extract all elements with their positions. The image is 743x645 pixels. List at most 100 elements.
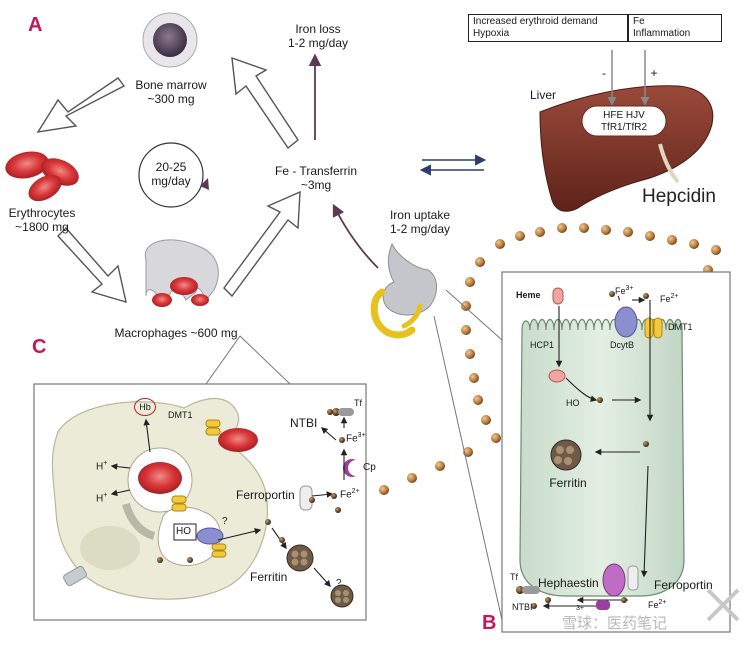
- ho-label-c: HO: [176, 526, 191, 537]
- fe2-c-sup: 2+: [351, 488, 360, 495]
- incoming-rbc: [218, 428, 258, 452]
- inset-c-leader-left: [205, 335, 241, 385]
- ferritin-cluster-c: [286, 544, 314, 572]
- iron-dot: [623, 227, 633, 237]
- question-mark-ferritin: ?: [336, 578, 342, 589]
- sensor-line-2: TfR1/TfR2: [600, 122, 648, 133]
- iron-dot: [535, 227, 545, 237]
- ferritin-cluster-b: [550, 439, 582, 471]
- ho-enzyme: [196, 527, 224, 545]
- dcytb-label: DcytB: [610, 340, 635, 350]
- ferritin-cluster-c-secreted: [330, 584, 354, 608]
- iron-dot-small: [643, 293, 649, 299]
- fe2-b-basal-sup: 2+: [658, 599, 667, 606]
- hephaestin-protein: [602, 563, 626, 597]
- tf-molecule-b: [516, 586, 540, 594]
- question-mark-ho: ?: [222, 516, 228, 527]
- bone-marrow-name: Bone marrow: [135, 78, 207, 92]
- macrophage-nucleus: [80, 526, 140, 570]
- panel-letter-a: A: [28, 14, 43, 36]
- cycle-arrows: [36, 56, 301, 304]
- iron-dot: [491, 433, 501, 443]
- dcytb-protein: [614, 306, 638, 338]
- h-plus-label-2: H+: [96, 490, 107, 505]
- dmt1-protein-c: [205, 419, 221, 436]
- dmt1-protein-b: [644, 317, 663, 339]
- iron-dot-small: [335, 507, 341, 513]
- iron-dot-small: [331, 493, 337, 499]
- iron-dot-small: [597, 397, 603, 403]
- panel-letter-b: B: [482, 612, 497, 634]
- iron-dot: [557, 223, 567, 233]
- liver-signal-box-right: Fe Inflammation: [628, 14, 722, 42]
- iron-loss-name: Iron loss: [295, 22, 341, 36]
- sign-plus: +: [650, 66, 658, 80]
- fe3-b-basal-sup: 3+: [576, 605, 584, 612]
- ntbi-label-c: NTBI: [290, 416, 318, 430]
- iron-dot: [435, 461, 445, 471]
- ferritin-label-b: Ferritin: [549, 476, 587, 490]
- erythrocytes-name: Erythrocytes: [8, 206, 76, 220]
- fe3-c-base: Fe: [346, 433, 358, 445]
- watermark-logo: [706, 588, 740, 622]
- iron-dot: [481, 415, 491, 425]
- macrophage-illustration: [144, 239, 219, 307]
- fe2-label-c: Fe2+: [340, 486, 360, 501]
- fe3-label-b: Fe3+: [615, 284, 634, 296]
- h-plus-1-base: H: [96, 461, 104, 473]
- erythrocytes-illustration: [5, 151, 79, 202]
- cycle-circle-arrowhead: [200, 178, 209, 190]
- hephaestin-label: Hephaestin: [538, 576, 599, 590]
- ferroportin-label-c: Ferroportin: [236, 488, 295, 502]
- iron-dot-small: [327, 409, 333, 415]
- ferroportin-label-b: Ferroportin: [654, 578, 713, 592]
- cp-label-c: Cp: [363, 462, 376, 473]
- duodenum-illustration: [370, 242, 437, 339]
- iron-dot: [407, 473, 417, 483]
- dmt1-label-c: DMT1: [168, 410, 193, 420]
- iron-dot-small: [621, 597, 627, 603]
- cycle-rate-label: 20-25 mg/day: [140, 160, 202, 188]
- iron-loss-label: Iron loss 1-2 mg/day: [270, 22, 366, 50]
- membrane-marker: [63, 565, 87, 587]
- bone-marrow-cell: [142, 12, 198, 68]
- cp-protein-c: [342, 459, 356, 477]
- enterocyte-cell: [519, 318, 685, 597]
- dmt1-label-b: DMT1: [668, 322, 693, 332]
- iron-dot-small: [609, 291, 615, 297]
- dmt1-protein-endosome: [211, 543, 227, 558]
- fe2-b-basal-base: Fe: [648, 600, 659, 610]
- intracellular-iron-dots: [157, 291, 649, 609]
- iron-dot-small: [187, 557, 193, 563]
- fe2-b-base: Fe: [660, 294, 671, 304]
- iron-dot: [461, 301, 471, 311]
- fe2-label-b-basal: Fe2+: [648, 598, 667, 610]
- iron-dot: [463, 447, 473, 457]
- iron-dot-small: [309, 497, 315, 503]
- box-left-line-1: Increased erythroid demand: [473, 16, 598, 27]
- cycle-rate-value: 20-25: [155, 160, 187, 174]
- iron-dot-small: [545, 597, 551, 603]
- iron-dot-small: [339, 437, 345, 443]
- dmt1-protein-phagosome: [171, 495, 187, 512]
- heme-capsule: [552, 287, 564, 305]
- ho-label-b: HO: [566, 398, 580, 408]
- iron-uptake-label: Iron uptake 1-2 mg/day: [374, 208, 466, 236]
- h-plus-1-sup: +: [103, 460, 108, 467]
- heme-vesicle: [548, 369, 566, 383]
- iron-dot-small: [157, 557, 163, 563]
- iron-uptake-rate: 1-2 mg/day: [389, 222, 451, 236]
- iron-uptake-arrow: [332, 203, 379, 269]
- cycle-circle: [138, 142, 204, 208]
- fe3-label-b-basal: 3+: [576, 604, 584, 616]
- iron-dot: [465, 349, 475, 359]
- iron-dot: [379, 485, 389, 495]
- box-right-line-1: Fe: [633, 16, 645, 27]
- tf-molecule-c: [332, 408, 354, 416]
- transferrin-label: Fe - Transferrin ~3mg: [258, 164, 374, 192]
- fe3-c-sup: 3+: [357, 432, 366, 439]
- iron-uptake-name: Iron uptake: [389, 208, 451, 222]
- watermark-text: 雪球：医药笔记: [562, 615, 668, 632]
- ferritin-label-c: Ferritin: [250, 570, 288, 584]
